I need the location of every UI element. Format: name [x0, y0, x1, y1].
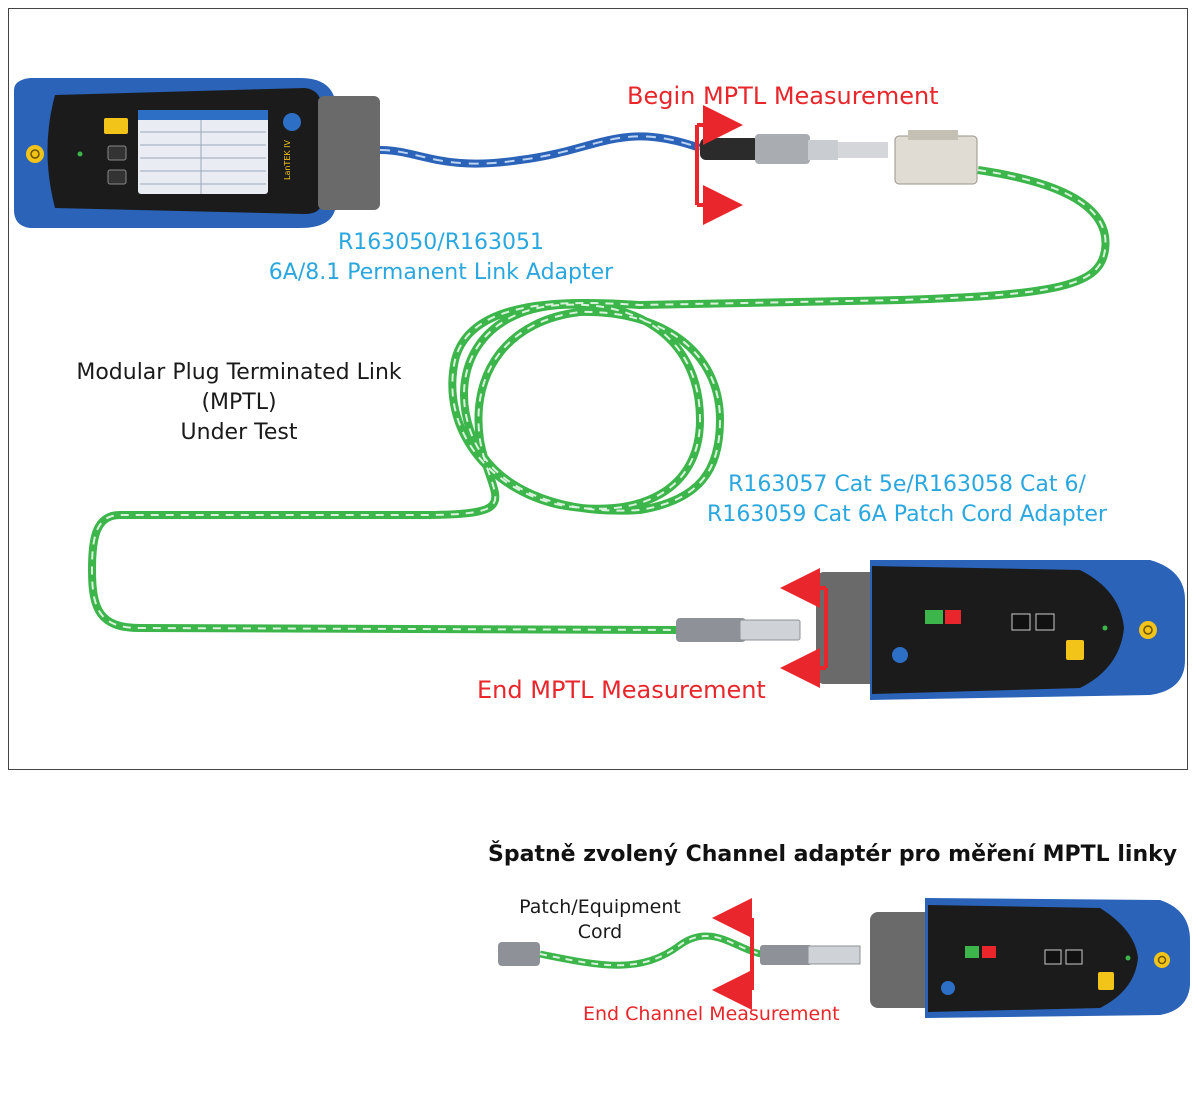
begin-marker — [695, 105, 743, 225]
patch-equipment-cord-label: Patch/Equipment Cord — [498, 895, 702, 945]
end-channel-label: End Channel Measurement — [583, 1003, 840, 1025]
pl-adapter-line2: 6A/8.1 Permanent Link Adapter — [268, 260, 614, 285]
mptl-line2: (MPTL) — [201, 390, 277, 415]
end-channel-marker — [712, 898, 754, 1010]
bottom-remote-tester — [870, 898, 1190, 1018]
main-tester-yellow-button — [104, 118, 128, 134]
keystone-jack — [894, 135, 978, 185]
mptl-label: Modular Plug Terminated Link (MPTL) Unde… — [44, 358, 434, 448]
mptl-plug-boot — [676, 618, 746, 642]
patch-adapter-line1: R163057 Cat 5e/R163058 Cat 6/ — [728, 472, 1086, 497]
main-tester-screen — [138, 110, 268, 194]
power-icon — [1154, 952, 1170, 968]
patch-adapter-line2: R163059 Cat 6A Patch Cord Adapter — [707, 502, 1107, 527]
mptl-line3: Under Test — [180, 420, 298, 445]
end-mptl-marker — [780, 568, 828, 688]
remote-tester-device — [816, 560, 1185, 700]
mptl-line1: Modular Plug Terminated Link — [76, 360, 402, 385]
permanent-link-adapter-module — [318, 96, 380, 210]
permanent-link-adapter-cord — [379, 132, 702, 168]
end-mptl-label: End MPTL Measurement — [477, 676, 766, 704]
patch-cord-line2: Cord — [577, 921, 623, 943]
begin-mptl-label: Begin MPTL Measurement — [627, 82, 939, 110]
main-tester-device: LanTEK IV — [14, 78, 380, 228]
adapter-plug — [700, 138, 760, 160]
power-icon — [1139, 621, 1157, 639]
patch-cord-adapter-label: R163057 Cat 5e/R163058 Cat 6/ R163059 Ca… — [664, 470, 1150, 530]
power-icon — [26, 145, 44, 163]
mptl-cable — [87, 166, 1110, 634]
patch-cord-line1: Patch/Equipment — [519, 896, 681, 918]
main-tester-brand: LanTEK IV — [283, 139, 292, 180]
pl-adapter-line1: R163050/R163051 — [338, 230, 544, 255]
permanent-link-adapter-label: R163050/R163051 6A/8.1 Permanent Link Ad… — [236, 228, 646, 288]
mptl-plug — [739, 619, 801, 641]
bottom-patch-cord — [498, 932, 861, 969]
caption-title: Špatně zvolený Channel adaptér pro měřen… — [488, 842, 1178, 867]
